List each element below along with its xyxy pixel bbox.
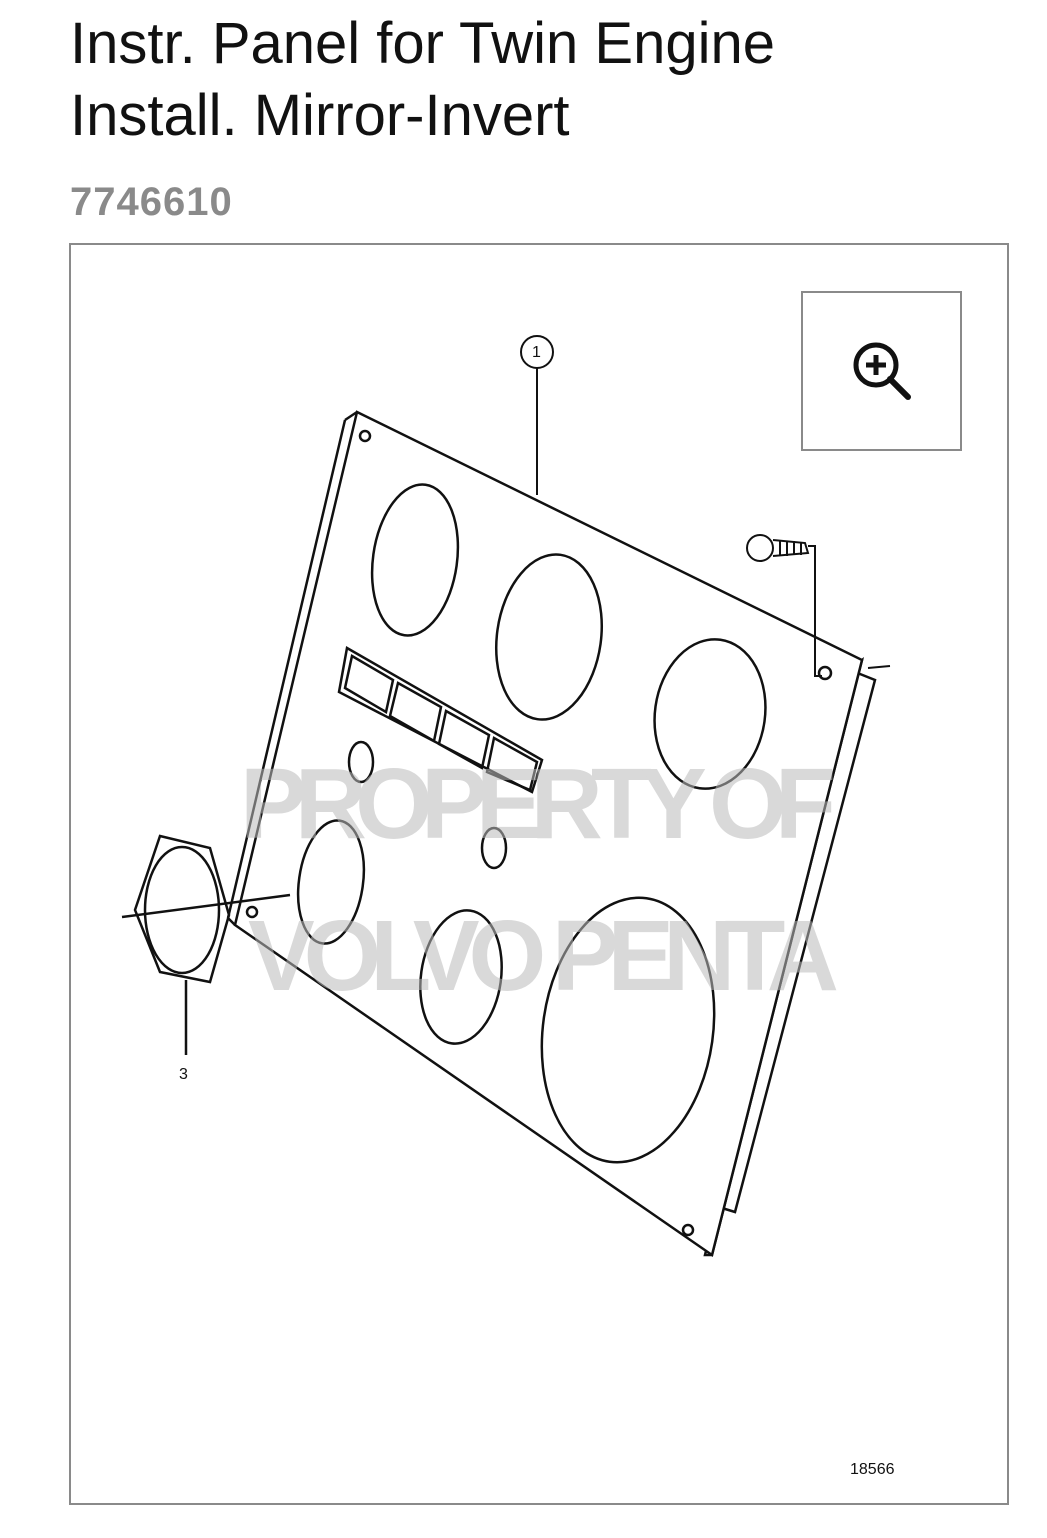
warning-lamp-strip bbox=[337, 646, 544, 794]
small-hole bbox=[480, 826, 508, 870]
gauge-hole bbox=[494, 553, 604, 721]
diagram-frame bbox=[69, 243, 1009, 1505]
gauge-hole bbox=[296, 819, 366, 945]
gauge-hole bbox=[653, 638, 767, 790]
lamp-battery-charge bbox=[437, 709, 491, 770]
callout-3: 3 bbox=[179, 1066, 188, 1083]
title-line-1: Instr. Panel for Twin Engine bbox=[70, 11, 776, 76]
zoom-in-button[interactable] bbox=[801, 291, 962, 451]
screw bbox=[746, 534, 822, 677]
small-hole bbox=[347, 740, 375, 784]
gauge-hole bbox=[540, 896, 716, 1164]
figure-number: 18566 bbox=[850, 1461, 895, 1478]
callout-1: 1 bbox=[532, 344, 541, 361]
sealing-ring bbox=[121, 834, 291, 1055]
gauge-hole bbox=[419, 909, 503, 1045]
zoom-in-icon bbox=[853, 342, 911, 400]
part-number: 7746610 bbox=[70, 180, 233, 224]
title-line-2: Install. Mirror-Invert bbox=[70, 83, 570, 148]
watermark-line-1: PROPERTY OF bbox=[240, 748, 840, 860]
lamp-coolant-temp bbox=[343, 654, 395, 714]
lamp-tachometer bbox=[485, 736, 539, 792]
lamp-oil-pressure bbox=[388, 681, 443, 743]
instrument-panel bbox=[233, 410, 864, 1258]
gauge-hole bbox=[370, 483, 460, 637]
watermark-line-2: VOLVO PENTA bbox=[248, 900, 843, 1012]
